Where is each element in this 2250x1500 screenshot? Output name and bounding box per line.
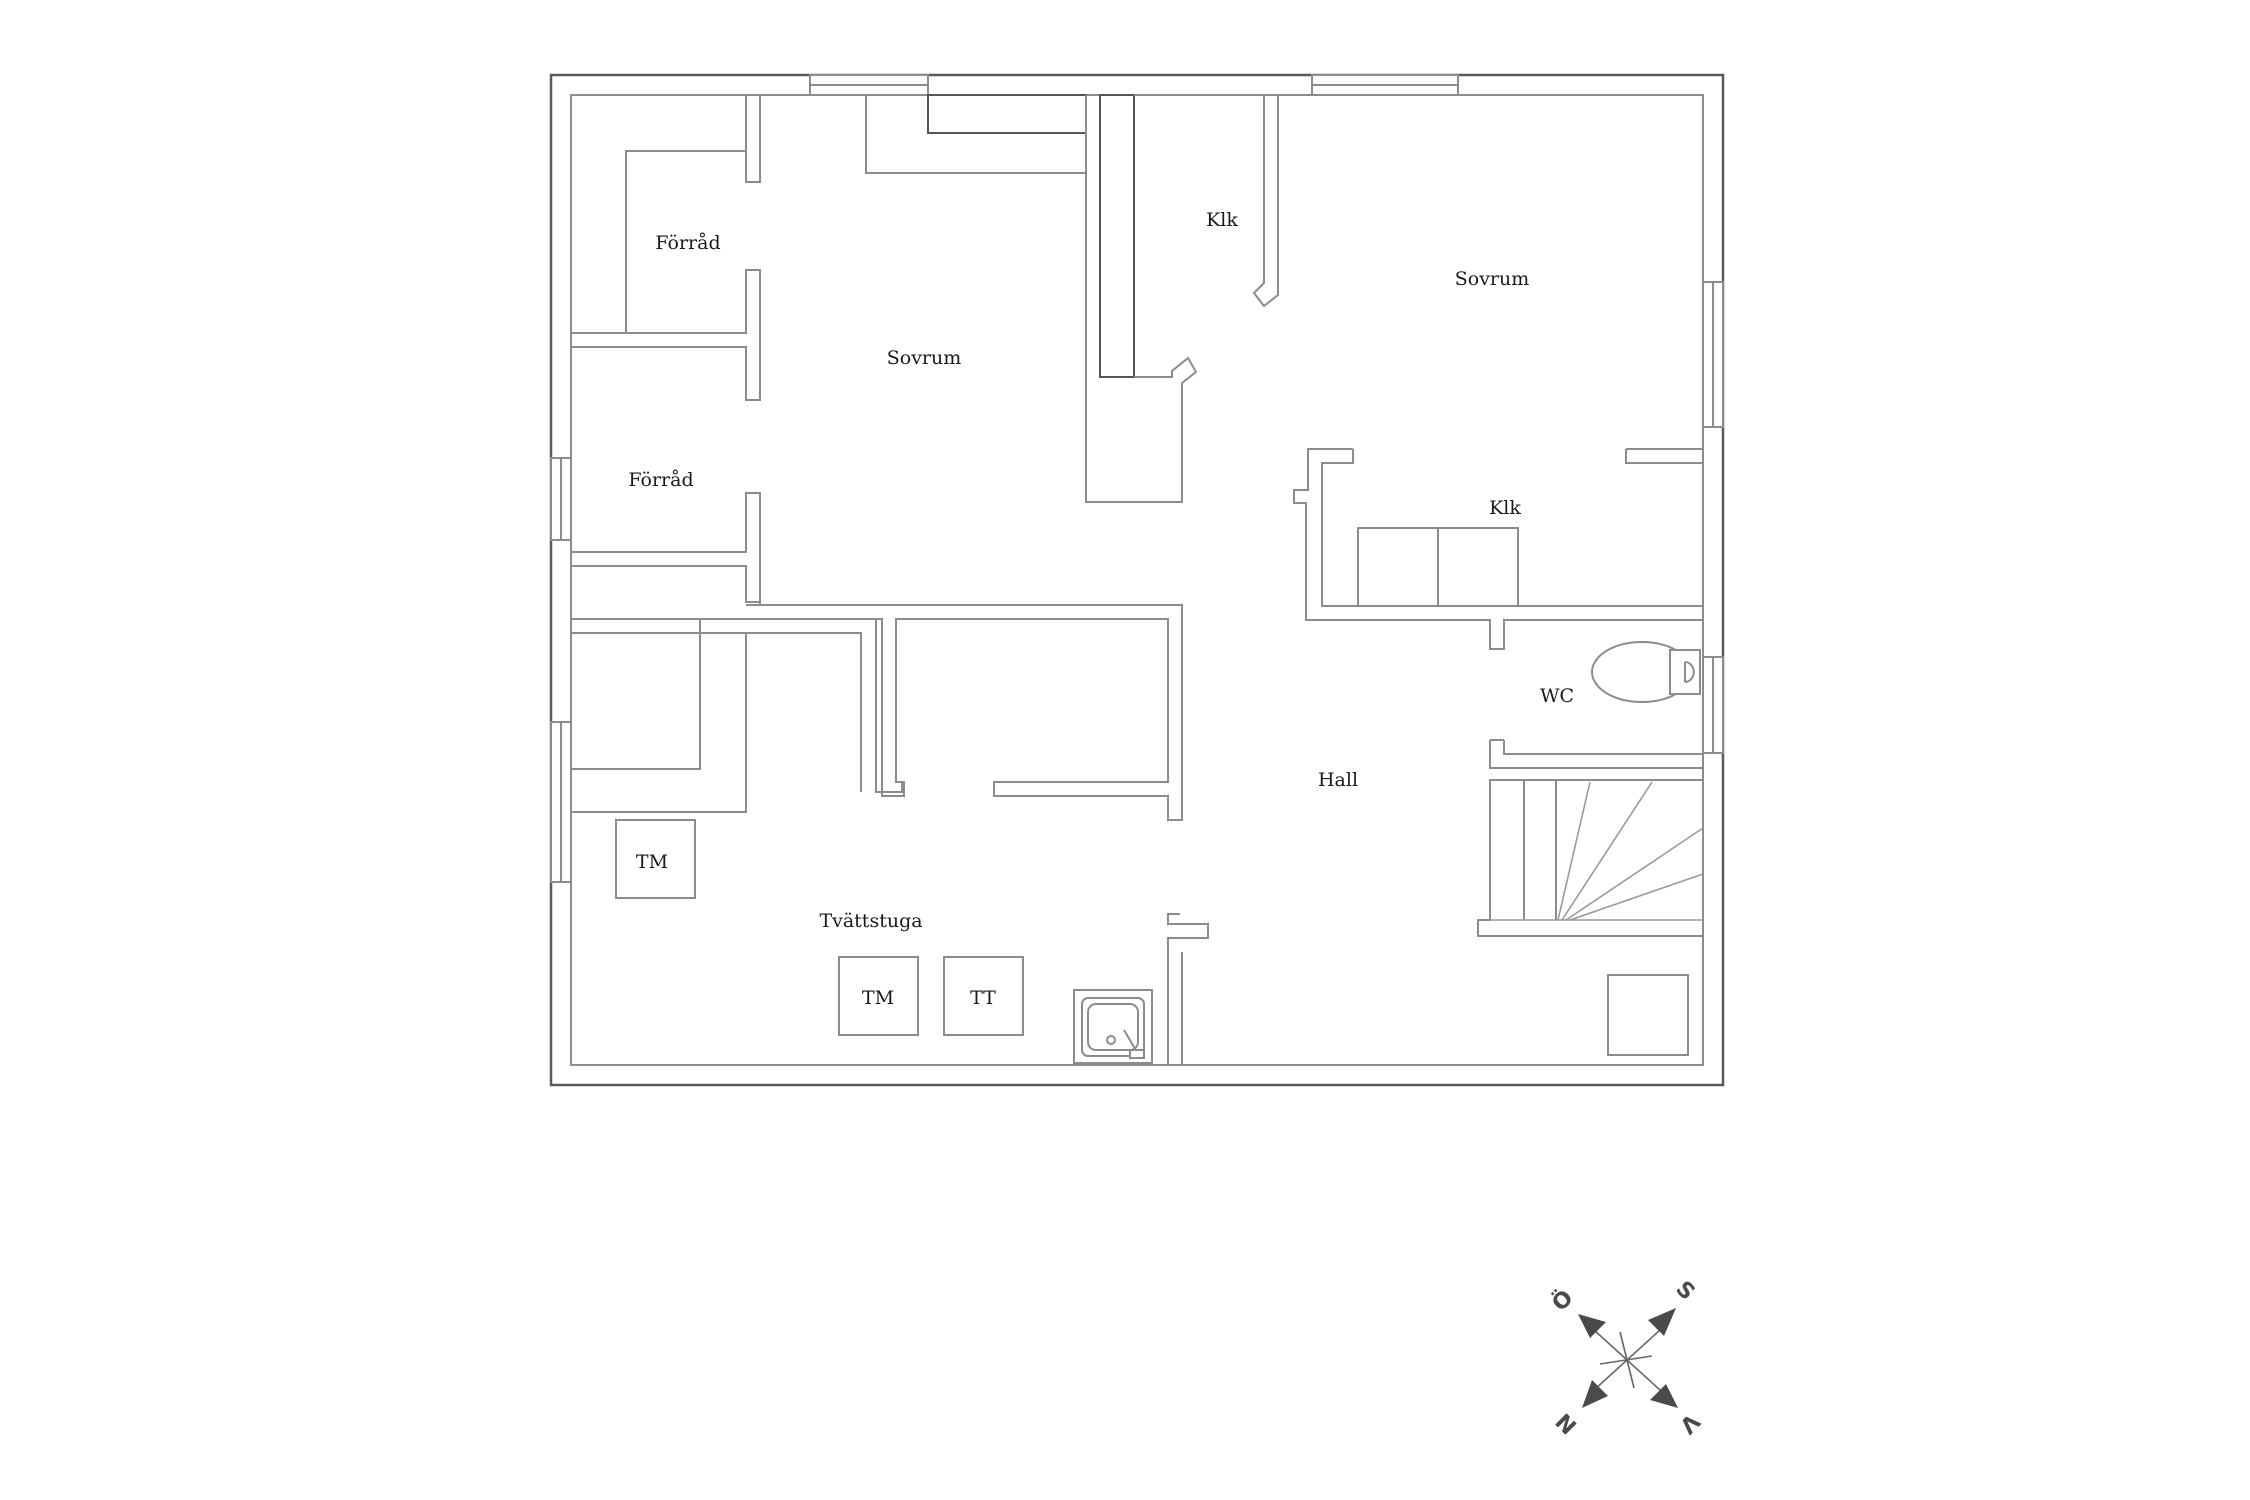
fixtures	[615, 641, 1701, 1064]
label-wc: WC	[1540, 685, 1574, 707]
fixture-labels: TM TM TT	[636, 851, 996, 1009]
label-tt-bottom: TT	[970, 987, 996, 1009]
label-tm-bottom: TM	[862, 987, 894, 1009]
stairs	[1490, 781, 1704, 921]
compass-arrow-se-icon	[1650, 1384, 1678, 1408]
compass-rose: Ö S N V	[1547, 1277, 1704, 1439]
tm-box-left	[615, 819, 696, 899]
label-forrad-mid: Förråd	[628, 469, 693, 491]
compass-arrow-nw-icon	[1578, 1314, 1606, 1338]
room-labels: Förråd Förråd Sovrum Klk Sovrum Klk WC H…	[628, 209, 1574, 932]
windows	[550, 74, 1724, 883]
label-sovrum-left: Sovrum	[887, 347, 962, 369]
compass-arrow-ne-icon	[1648, 1308, 1676, 1336]
label-forrad-top: Förråd	[655, 232, 720, 254]
compass-letter-west: V	[1674, 1408, 1704, 1438]
sovrum-shelf	[927, 94, 1087, 134]
compass-letter-north: N	[1552, 1408, 1583, 1439]
compass-arrow-sw-icon	[1582, 1380, 1608, 1408]
hall-box	[1607, 974, 1689, 1056]
label-klk-right: Klk	[1489, 497, 1521, 519]
label-tvattstuga: Tvättstuga	[819, 910, 922, 932]
toilet-icon	[1591, 641, 1701, 703]
interior-walls	[571, 94, 1704, 1065]
sink-icon	[1073, 989, 1153, 1064]
klk-wardrobe	[1099, 94, 1135, 378]
label-tm-left: TM	[636, 851, 668, 873]
label-klk-top: Klk	[1206, 209, 1238, 231]
compass-letter-east: Ö	[1547, 1285, 1579, 1317]
tt-box-bottom	[943, 956, 1024, 1036]
klk-shelf-2	[1437, 527, 1519, 607]
tm-box-bottom	[838, 956, 919, 1036]
klk-shelf-1	[1357, 527, 1439, 607]
label-sovrum-right: Sovrum	[1455, 268, 1530, 290]
outer-walls	[549, 73, 1725, 1087]
label-hall: Hall	[1318, 769, 1358, 791]
compass-letter-south: S	[1670, 1277, 1699, 1306]
